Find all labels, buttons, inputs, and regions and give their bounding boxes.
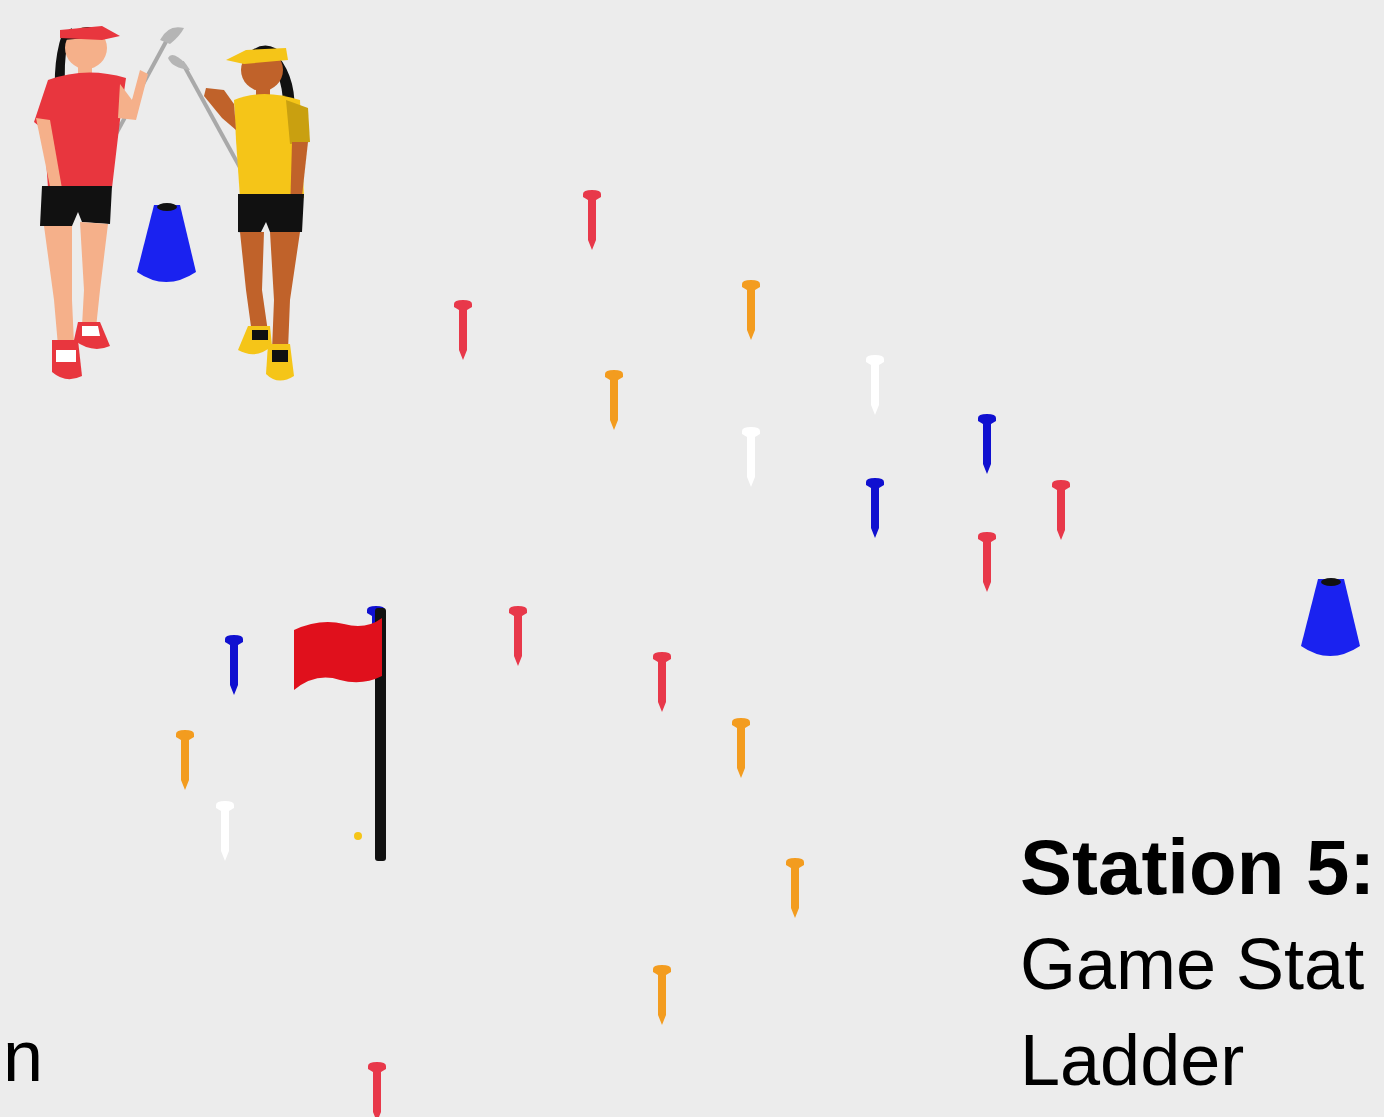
shoe: [74, 322, 110, 349]
visor: [226, 48, 288, 64]
cut-text: n: [3, 1020, 43, 1092]
station-subtitle: Game Stat: [1020, 928, 1364, 1000]
tee: [732, 718, 750, 778]
shoe: [238, 326, 272, 354]
sleeve: [286, 100, 310, 144]
tee: [653, 965, 671, 1025]
flag: [294, 608, 386, 861]
tee: [866, 478, 884, 538]
tee: [225, 635, 243, 695]
tee: [509, 606, 527, 666]
shoe-laces: [252, 330, 268, 340]
shorts: [238, 194, 304, 234]
tee: [742, 427, 760, 487]
leg: [240, 232, 268, 334]
tee: [1052, 480, 1070, 540]
tee: [978, 414, 996, 474]
arm: [118, 70, 148, 120]
shorts: [40, 186, 112, 226]
shoe: [52, 340, 82, 379]
tee: [583, 190, 601, 250]
tee: [653, 652, 671, 712]
club-head: [168, 55, 190, 70]
tee: [605, 370, 623, 430]
shoe-laces: [56, 350, 76, 362]
shoe-laces: [272, 350, 288, 362]
flag-cloth: [294, 618, 382, 690]
tee: [742, 280, 760, 340]
leg: [270, 232, 300, 350]
station-subtitle: Ladder: [1020, 1024, 1244, 1096]
leg: [44, 226, 74, 346]
shoe: [266, 344, 294, 381]
cone: [1301, 579, 1360, 656]
tee: [216, 801, 234, 861]
cone-hole: [157, 203, 177, 211]
tee: [368, 1062, 386, 1117]
station-title: Station 5:: [1020, 828, 1375, 906]
golf-ball: [354, 832, 362, 840]
golfer-yellow: [204, 45, 310, 380]
arm: [204, 88, 236, 130]
club-head: [160, 27, 184, 44]
cone: [137, 205, 196, 282]
tee: [978, 532, 996, 592]
tee: [786, 858, 804, 918]
cone-hole: [1321, 578, 1341, 586]
tee: [866, 355, 884, 415]
golfer-red: [34, 26, 148, 379]
tee: [454, 300, 472, 360]
tees: [176, 190, 1070, 1117]
visor: [60, 26, 120, 40]
shoe-laces: [82, 326, 100, 336]
tee: [176, 730, 194, 790]
cones: [137, 203, 1360, 656]
leg: [80, 222, 108, 328]
